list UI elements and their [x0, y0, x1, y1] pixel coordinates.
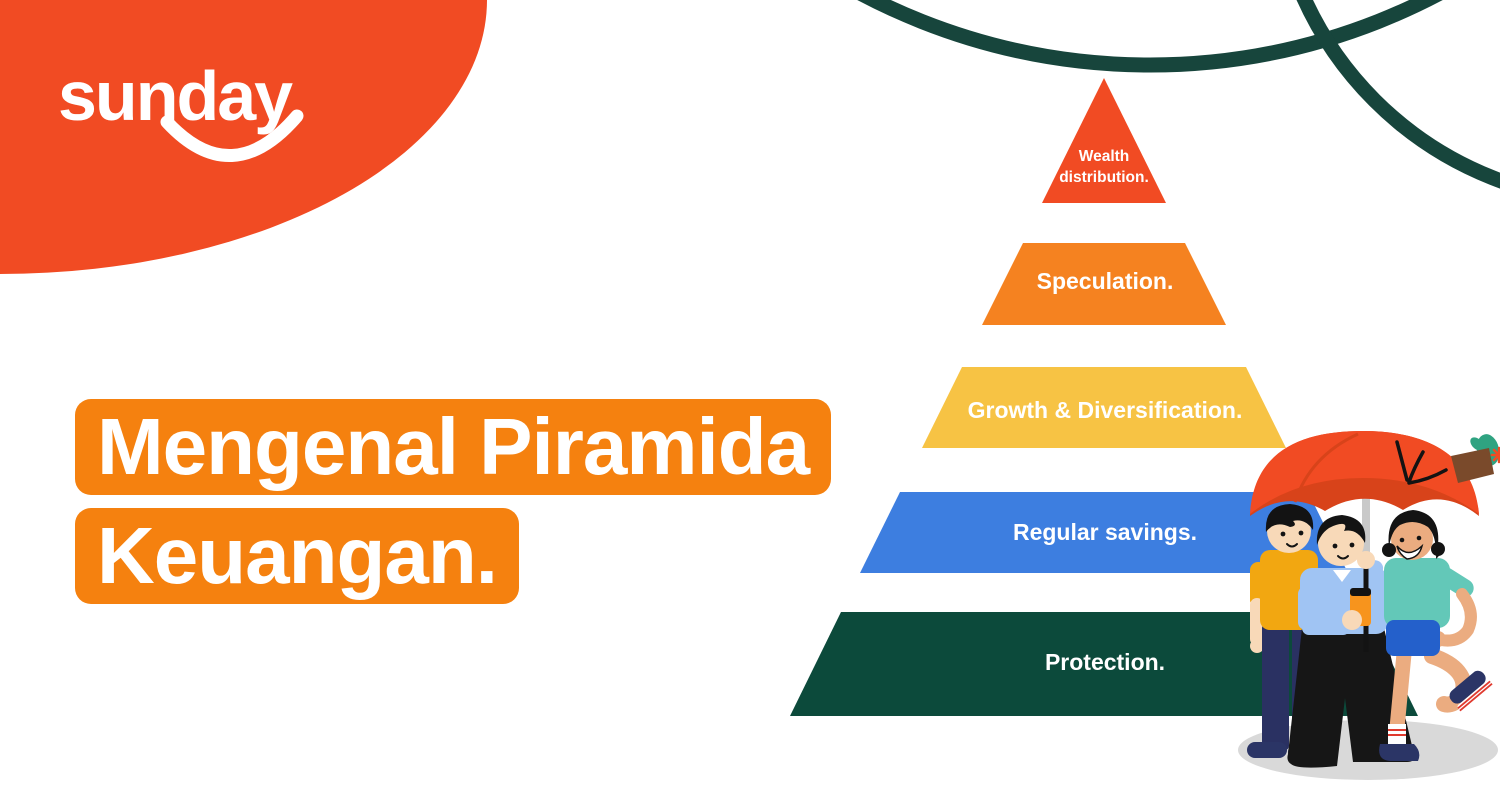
collar: [1333, 570, 1351, 582]
sunday-logo-wordmark: sunday: [58, 57, 293, 135]
pyramid-level-regular-savings: [860, 492, 1348, 573]
headline-line-2: Keuangan.: [75, 508, 519, 604]
flower-pot: [1451, 448, 1494, 483]
hair: [1265, 504, 1314, 532]
eye: [1349, 542, 1355, 548]
phone-camera-bar: [1350, 588, 1371, 596]
shoe: [1379, 744, 1420, 761]
torso: [1384, 558, 1450, 628]
eye: [1332, 543, 1338, 549]
pyramid-level-speculation: [982, 243, 1226, 325]
hair: [1316, 515, 1366, 545]
hair-curl: [1382, 543, 1396, 557]
label-growth-diversification: Growth & Diversification.: [967, 397, 1243, 423]
background-curves: [857, 0, 1500, 189]
logo-smile-icon: [160, 109, 304, 162]
motion-lines: [1395, 440, 1448, 485]
shoe-sole: [1457, 680, 1493, 712]
pyramid-level-wealth-distribution: [1042, 78, 1166, 203]
head: [1318, 520, 1364, 566]
flower-icon: [1490, 446, 1500, 464]
headline-line-1: Mengenal Piramida: [75, 399, 832, 495]
sole-stripes: [1457, 680, 1493, 712]
sleeve: [1298, 586, 1314, 630]
umbrella-seam: [1293, 432, 1359, 503]
cactus-arm: [1470, 437, 1484, 451]
kicked-shoe: [1449, 670, 1493, 712]
hair: [1388, 510, 1441, 559]
eye: [1399, 537, 1405, 543]
shoe-upper: [1449, 670, 1486, 704]
shoe: [1247, 742, 1287, 758]
shorts: [1386, 620, 1440, 656]
smile: [1286, 543, 1298, 548]
grip-hand: [1357, 551, 1375, 569]
eye: [1416, 535, 1422, 541]
arm: [1435, 588, 1477, 647]
person-blue-shirt: [1287, 452, 1415, 768]
sock-stripes: [1388, 729, 1406, 736]
logo-background-blob: [0, 0, 487, 274]
eye: [1298, 530, 1304, 536]
curve-circle-small: [1296, 0, 1500, 189]
curve-circle-large: [857, 0, 1443, 73]
hair-curl: [1431, 542, 1445, 556]
label-regular-savings: Regular savings.: [1012, 519, 1198, 545]
label-protection: Protection.: [1044, 649, 1166, 675]
left-hand: [1250, 639, 1264, 653]
forearm-sleeve: [1302, 620, 1350, 635]
open-smile: [1396, 543, 1424, 560]
financial-pyramid: [790, 78, 1418, 716]
flared-pants: [1287, 628, 1415, 768]
smile: [1337, 555, 1349, 560]
falling-cactus-pot: [1395, 434, 1500, 485]
label-speculation: Speculation.: [1036, 268, 1174, 294]
phone-hand: [1342, 610, 1362, 630]
person-teal-shirt: [1379, 510, 1493, 761]
brand-blob: [0, 0, 487, 274]
pyramid-level-growth-diversification: [922, 367, 1286, 448]
people-under-umbrella-illustration: [1238, 431, 1500, 780]
eye: [1280, 531, 1286, 537]
standing-leg: [1389, 646, 1412, 736]
label-wealth-distribution: Wealth distribution.: [1059, 148, 1149, 186]
pants-leg: [1262, 624, 1289, 750]
